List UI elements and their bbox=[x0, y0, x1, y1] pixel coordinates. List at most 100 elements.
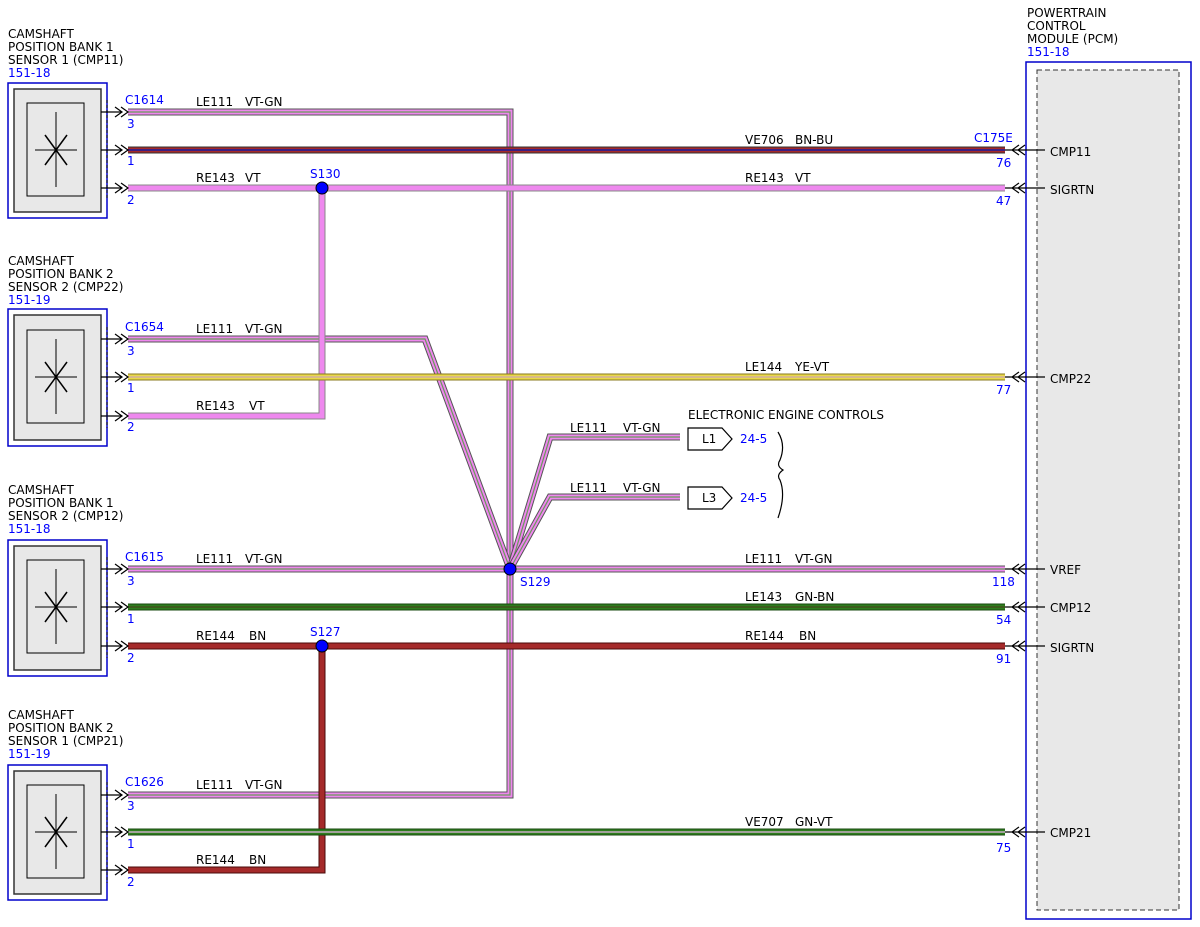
sensor-cmp22: CAMSHAFT POSITION BANK 2 SENSOR 2 (CMP22… bbox=[7, 254, 123, 447]
splice-s130-dot bbox=[315, 181, 329, 195]
cmp11-pin3: 3 bbox=[127, 117, 135, 131]
pcm-ref: 151-18 bbox=[1027, 45, 1070, 59]
pcm-pin-91: 91 bbox=[996, 652, 1011, 666]
splices: S130 S129 S127 bbox=[310, 167, 551, 653]
wire-le111-harness bbox=[128, 108, 1005, 799]
cmp12-ref: 151-18 bbox=[8, 522, 51, 536]
cmp12-pin3: 3 bbox=[127, 574, 135, 588]
offpage-connectors: ELECTRONIC ENGINE CONTROLS L1 24-5 L3 24… bbox=[687, 408, 884, 519]
label-le111-cmp11: LE111 bbox=[196, 95, 233, 109]
wire-re143 bbox=[128, 184, 1005, 420]
pcm-label-cmp11: CMP11 bbox=[1050, 145, 1091, 159]
label-re143-cmp11: RE143 bbox=[196, 171, 235, 185]
sensor-cmp21: CAMSHAFT POSITION BANK 2 SENSOR 1 (CMP21… bbox=[7, 708, 123, 901]
splice-s127-dot bbox=[315, 639, 329, 653]
label-le143: LE143 bbox=[745, 590, 782, 604]
offpage-l3-ref[interactable]: 24-5 bbox=[740, 491, 767, 505]
cmp12-title-3: SENSOR 2 (CMP12) bbox=[8, 509, 123, 523]
brace-icon bbox=[777, 431, 785, 519]
cmp12-pin1: 1 bbox=[127, 612, 135, 626]
pcm-label-vref: VREF bbox=[1050, 563, 1081, 577]
splice-s130-label: S130 bbox=[310, 167, 341, 181]
pcm-pin-76: 76 bbox=[996, 156, 1011, 170]
offpage-l3-label: L3 bbox=[702, 491, 716, 505]
label-le143-color: GN-BN bbox=[795, 590, 834, 604]
cmp22-pin1: 1 bbox=[127, 381, 135, 395]
pcm-label-cmp12: CMP12 bbox=[1050, 601, 1091, 615]
cmp21-title-2: POSITION BANK 2 bbox=[8, 721, 114, 735]
cmp11-ref: 151-18 bbox=[8, 66, 51, 80]
label-le111-cmp21: LE111 bbox=[196, 778, 233, 792]
label-re144-cmp12-color: BN bbox=[249, 629, 266, 643]
label-le111-l3-color: VT-GN bbox=[623, 481, 660, 495]
cmp21-pin3: 3 bbox=[127, 799, 135, 813]
cmp21-ref: 151-19 bbox=[8, 747, 51, 761]
cmp11-sensor-icon bbox=[26, 102, 85, 197]
label-ve706: VE706 bbox=[745, 133, 784, 147]
cmp22-sensor-icon bbox=[26, 329, 85, 424]
cmp21-sensor-icon bbox=[26, 784, 85, 879]
cmp21-pin2: 2 bbox=[127, 875, 135, 889]
label-ve706-color: BN-BU bbox=[795, 133, 833, 147]
label-le111-cmp21-color: VT-GN bbox=[245, 778, 282, 792]
pcm-pin-77: 77 bbox=[996, 383, 1011, 397]
cmp11-title-1: CAMSHAFT bbox=[8, 27, 74, 41]
label-le111-l1-color: VT-GN bbox=[623, 421, 660, 435]
offpage-title: ELECTRONIC ENGINE CONTROLS bbox=[688, 408, 884, 422]
cmp22-title-1: CAMSHAFT bbox=[8, 254, 74, 268]
cmp11-pin1: 1 bbox=[127, 154, 135, 168]
cmp12-connector: C1615 bbox=[125, 550, 164, 564]
pcm-pin-118: 118 bbox=[992, 575, 1015, 589]
pcm-module: POWERTRAIN CONTROL MODULE (PCM) 151-18 bbox=[1025, 6, 1192, 920]
cmp11-title-3: SENSOR 1 (CMP11) bbox=[8, 53, 123, 67]
cmp21-connector: C1626 bbox=[125, 775, 164, 789]
pcm-connector: C175E bbox=[974, 131, 1013, 145]
pcm-label-sigrtn2: SIGRTN bbox=[1050, 641, 1094, 655]
cmp21-title-1: CAMSHAFT bbox=[8, 708, 74, 722]
pcm-pin-stubs bbox=[1005, 144, 1045, 838]
label-re143-cmp22-color: VT bbox=[249, 399, 265, 413]
cmp21-pin1: 1 bbox=[127, 837, 135, 851]
cmp11-connector: C1614 bbox=[125, 93, 164, 107]
pcm-pin-54: 54 bbox=[996, 613, 1011, 627]
label-le111-pcm-color: VT-GN bbox=[795, 552, 832, 566]
cmp12-title-1: CAMSHAFT bbox=[8, 483, 74, 497]
pcm-body bbox=[1036, 69, 1180, 911]
label-re143-cmp11-color: VT bbox=[245, 171, 261, 185]
label-ve707-color: GN-VT bbox=[795, 815, 833, 829]
sensor-cmp11: CAMSHAFT POSITION BANK 1 SENSOR 1 (CMP11… bbox=[7, 27, 123, 219]
pcm-label-sigrtn1: SIGRTN bbox=[1050, 183, 1094, 197]
label-le111-l3: LE111 bbox=[570, 481, 607, 495]
label-le111-l1: LE111 bbox=[570, 421, 607, 435]
splice-s127-label: S127 bbox=[310, 625, 341, 639]
label-re144-cmp12: RE144 bbox=[196, 629, 235, 643]
pcm-pin-75: 75 bbox=[996, 841, 1011, 855]
cmp22-title-2: POSITION BANK 2 bbox=[8, 267, 114, 281]
cmp12-pin2: 2 bbox=[127, 651, 135, 665]
label-re143-pcm: RE143 bbox=[745, 171, 784, 185]
offpage-l1-label: L1 bbox=[702, 432, 716, 446]
cmp11-title-2: POSITION BANK 1 bbox=[8, 40, 114, 54]
splice-s129-dot bbox=[503, 562, 517, 576]
offpage-l1-tag[interactable] bbox=[687, 427, 733, 451]
label-le111-cmp22: LE111 bbox=[196, 322, 233, 336]
offpage-l3-tag[interactable] bbox=[687, 486, 733, 510]
cmp11-body bbox=[13, 88, 102, 213]
label-re143-pcm-color: VT bbox=[795, 171, 811, 185]
cmp21-title-3: SENSOR 1 (CMP21) bbox=[8, 734, 123, 748]
offpage-l1-ref[interactable]: 24-5 bbox=[740, 432, 767, 446]
label-le144: LE144 bbox=[745, 360, 782, 374]
wire-re144 bbox=[128, 642, 1005, 874]
cmp12-sensor-icon bbox=[26, 559, 85, 654]
label-ve707: VE707 bbox=[745, 815, 784, 829]
label-re144-pcm: RE144 bbox=[745, 629, 784, 643]
sensor-cmp12: CAMSHAFT POSITION BANK 1 SENSOR 2 (CMP12… bbox=[7, 483, 123, 677]
pcm-pin-47: 47 bbox=[996, 194, 1011, 208]
pcm-label-cmp22: CMP22 bbox=[1050, 372, 1091, 386]
label-re144-cmp21-color: BN bbox=[249, 853, 266, 867]
label-le111-pcm: LE111 bbox=[745, 552, 782, 566]
label-le111-cmp11-color: VT-GN bbox=[245, 95, 282, 109]
pcm-title-1: POWERTRAIN bbox=[1027, 6, 1107, 20]
pcm-title-2: CONTROL bbox=[1027, 19, 1086, 33]
